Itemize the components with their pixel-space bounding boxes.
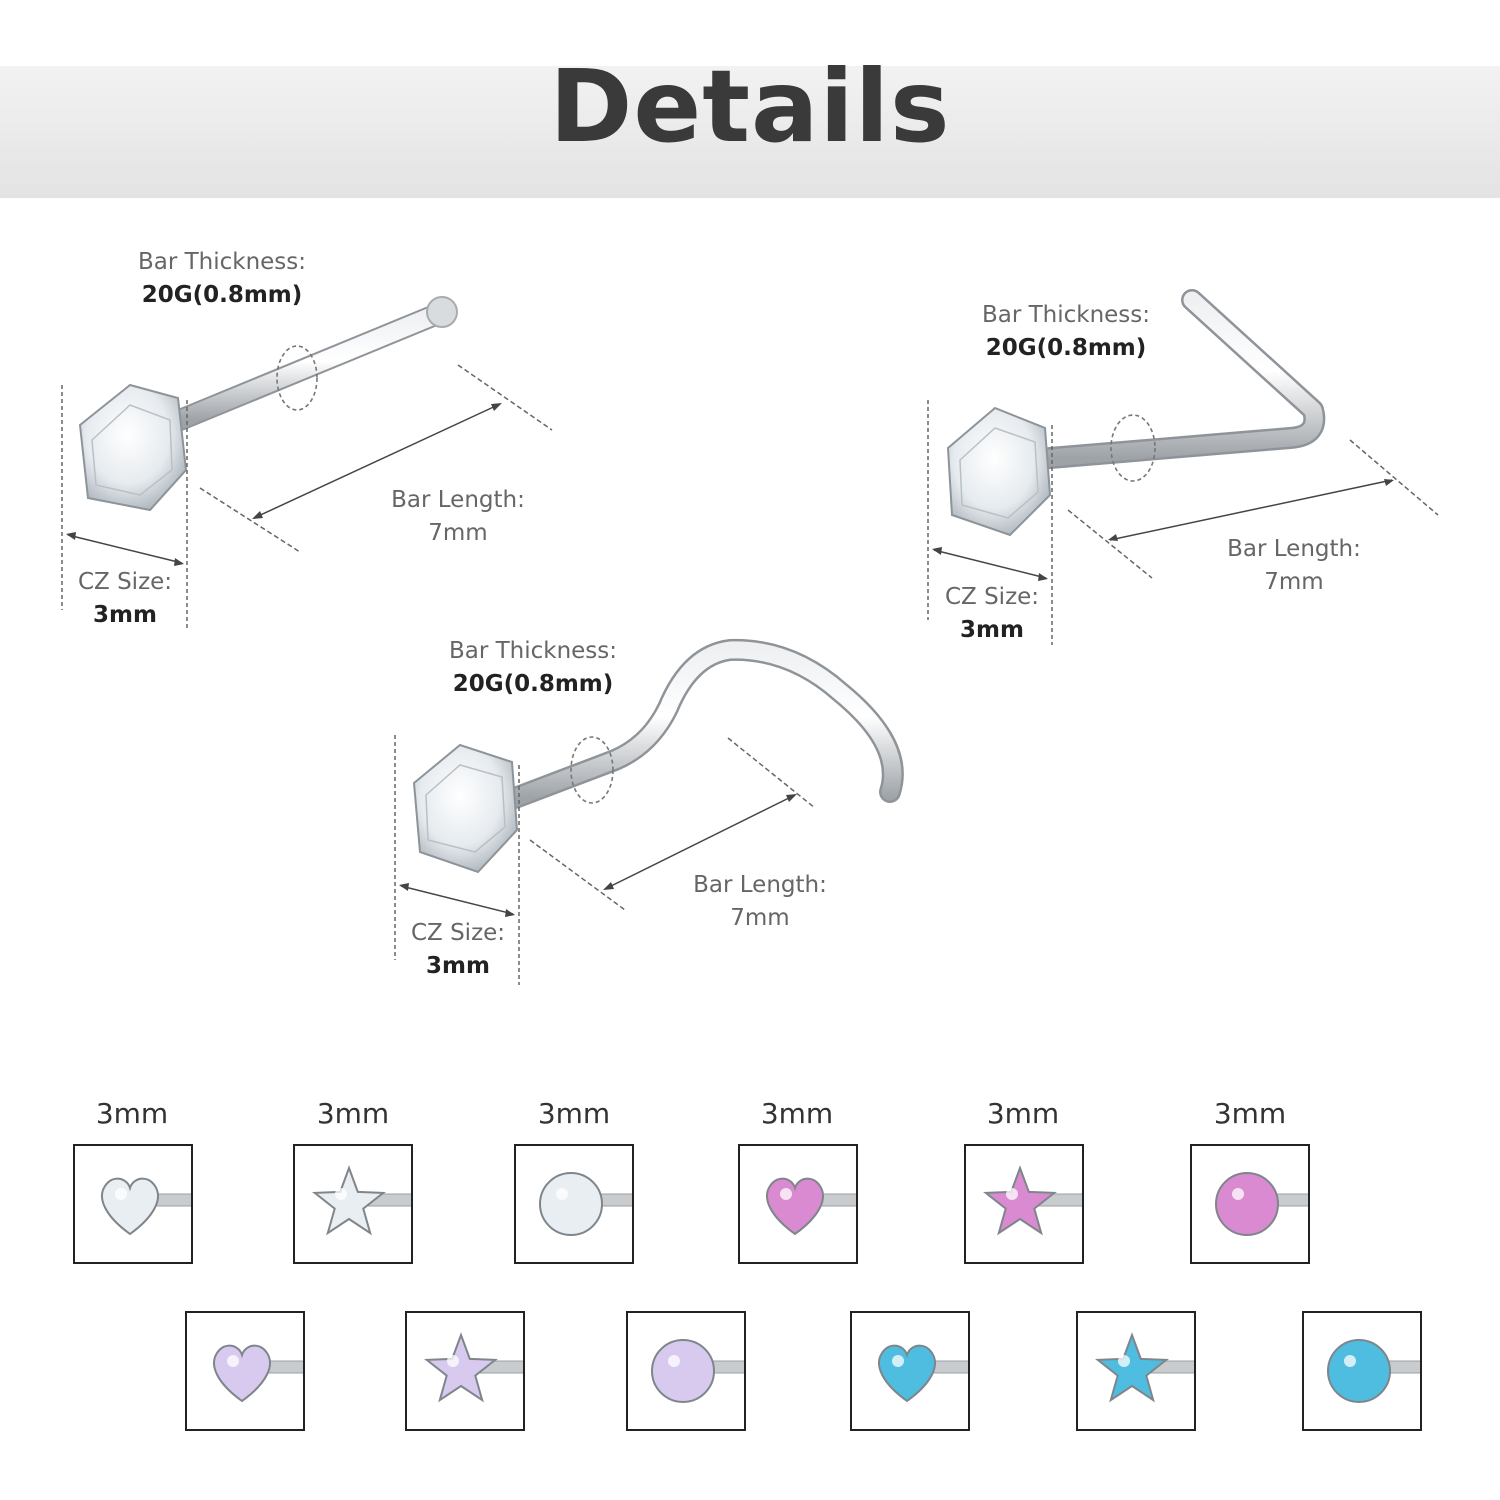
gem-highlight (1232, 1188, 1244, 1200)
swatch-tile[interactable] (1076, 1311, 1196, 1431)
gem-star-aqua (1095, 1332, 1169, 1403)
gem-highlight (556, 1188, 568, 1200)
swatch-tile[interactable] (850, 1311, 970, 1431)
cz-size-label: CZ Size:3mm (77, 569, 173, 628)
gem-highlight (115, 1188, 127, 1200)
swatch-tile[interactable] (73, 1144, 193, 1264)
swatch-tile[interactable] (405, 1311, 525, 1431)
size-label: 3mm (986, 1097, 1060, 1130)
bar-thickness-label: Bar Thickness:20G(0.8mm) (981, 302, 1151, 361)
gem-heart-pink (766, 1177, 824, 1236)
swatch-tile[interactable] (293, 1144, 413, 1264)
cz-stone (78, 383, 188, 512)
swatch-tile[interactable] (514, 1144, 634, 1264)
gem-star-clear (312, 1165, 386, 1236)
gem-heart-ab (213, 1344, 271, 1403)
gem-highlight (892, 1355, 904, 1367)
cz-size-label: CZ Size:3mm (944, 584, 1040, 643)
gem-highlight (1006, 1188, 1018, 1200)
swatch-tile[interactable] (185, 1311, 305, 1431)
gem-star-ab (424, 1332, 498, 1403)
swatch-tile[interactable] (738, 1144, 858, 1264)
gem-round-aqua (1327, 1339, 1391, 1403)
gem-highlight (1118, 1355, 1130, 1367)
cz-stone (412, 743, 519, 874)
gem-heart-clear (101, 1177, 159, 1236)
swatch-tile[interactable] (1190, 1144, 1310, 1264)
bar-thickness-label: Bar Thickness:20G(0.8mm) (137, 249, 307, 308)
bar-length-label: Bar Length:7mm (1227, 536, 1361, 595)
swatch-tile[interactable] (964, 1144, 1084, 1264)
bar-length-label: Bar Length:7mm (391, 487, 525, 546)
cz-size-label: CZ Size:3mm (410, 920, 506, 979)
gem-highlight (780, 1188, 792, 1200)
size-label: 3mm (760, 1097, 834, 1130)
page-title: Details (549, 48, 951, 165)
size-label: 3mm (95, 1097, 169, 1130)
swatch-tile[interactable] (626, 1311, 746, 1431)
product-diagram (61, 289, 1439, 985)
gem-highlight (227, 1355, 239, 1367)
gem-star-pink (983, 1165, 1057, 1236)
swatch-tile[interactable] (1302, 1311, 1422, 1431)
gem-highlight (668, 1355, 680, 1367)
straight-bone-piece (61, 296, 553, 630)
gem-highlight (1344, 1355, 1356, 1367)
thickness-marker (276, 345, 318, 411)
thickness-marker (1110, 414, 1156, 482)
size-label: 3mm (1213, 1097, 1287, 1130)
screw-piece (394, 638, 904, 985)
gem-round-ab (651, 1339, 715, 1403)
gem-highlight (335, 1188, 347, 1200)
bar-length-label: Bar Length:7mm (693, 872, 827, 931)
size-label: 3mm (316, 1097, 390, 1130)
l-shape-piece (927, 289, 1439, 645)
title-banner (0, 66, 1500, 198)
gem-highlight (447, 1355, 459, 1367)
size-label: 3mm (537, 1097, 611, 1130)
gem-heart-aqua (878, 1344, 936, 1403)
bar-thickness-label: Bar Thickness:20G(0.8mm) (448, 638, 618, 697)
gem-round-clear (539, 1172, 603, 1236)
thickness-marker (570, 736, 614, 804)
gem-round-pink (1215, 1172, 1279, 1236)
